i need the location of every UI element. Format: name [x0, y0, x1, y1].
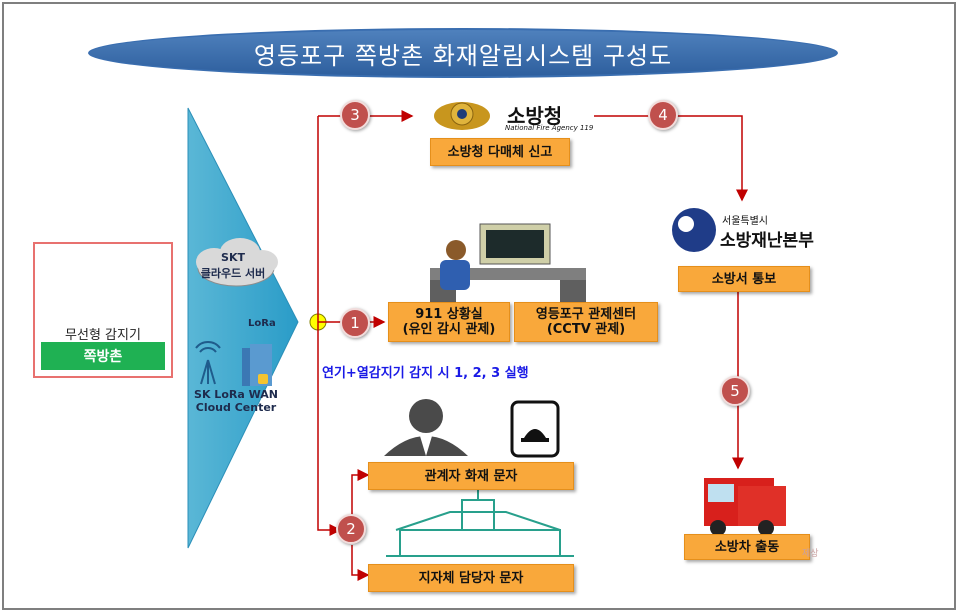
fire-agency-report-box: 소방청 다매체 신고 — [430, 138, 570, 166]
building-icon — [242, 344, 272, 386]
lora-label: LoRa — [248, 318, 276, 329]
sensor-panel: 무선형 감지기 쪽방촌 — [33, 242, 173, 378]
situation-room-box: 911 상황실 (유인 감시 관제) — [388, 302, 510, 342]
seoul-city-label: 서울특별시 — [722, 216, 768, 227]
tablet-alarm-icon — [510, 400, 560, 458]
cloud-server-label: SKT 클라우드 서버 — [188, 250, 278, 282]
fire-agency-emblem-icon — [434, 102, 490, 130]
step-badge-5: 5 — [720, 376, 750, 406]
diagram-title: 영등포구 쪽방촌 화재알림시스템 구성도 — [88, 28, 838, 78]
situation-room-line2: (유인 감시 관제) — [402, 322, 496, 337]
stakeholder-sms-box: 관계자 화재 문자 — [368, 462, 574, 490]
step-badge-2: 2 — [336, 514, 366, 544]
control-center-box: 영등포구 관제센터 (CCTV 관제) — [514, 302, 658, 342]
cloud-line1: SKT — [221, 251, 245, 264]
lora-wan-label: SK LoRa WAN Cloud Center — [186, 388, 286, 414]
truck-dispatch-box: 소방차 출동 — [684, 534, 810, 560]
fire-truck-icon — [704, 478, 786, 536]
fire-station-notify-box: 소방서 통보 — [678, 266, 810, 292]
person-icon — [384, 399, 468, 456]
wan-line1: SK LoRa WAN — [194, 388, 278, 401]
official-sms-box: 지자체 담당자 문자 — [368, 564, 574, 592]
sensor-label: 무선형 감지기 — [65, 328, 141, 343]
situation-room-line1: 911 상황실 — [415, 307, 483, 322]
watermark-text: 제상 — [802, 549, 819, 559]
cloud-icon — [196, 238, 278, 287]
lora-network-arrow — [187, 107, 299, 549]
execution-note: 연기+열감지기 감지 시 1, 2, 3 실행 — [322, 366, 529, 381]
step-badge-4: 4 — [648, 100, 678, 130]
seoul-fire-hq-label: 소방재난본부 — [720, 231, 814, 251]
seoul-119-emblem-icon — [672, 208, 716, 252]
step-badge-3: 3 — [340, 100, 370, 130]
cloud-line2: 클라우드 서버 — [200, 267, 266, 280]
wan-line2: Cloud Center — [195, 401, 277, 414]
fire-agency-subtitle: National Fire Agency 119 — [505, 124, 594, 132]
village-label: 쪽방촌 — [41, 342, 165, 370]
fire-agency-name: 소방청 — [507, 104, 563, 128]
step-badge-1: 1 — [340, 308, 370, 338]
control-center-line1: 영등포구 관제센터 — [535, 307, 637, 322]
government-building-icon — [386, 486, 574, 557]
control-center-line2: (CCTV 관제) — [546, 322, 626, 337]
antenna-icon — [195, 341, 221, 385]
